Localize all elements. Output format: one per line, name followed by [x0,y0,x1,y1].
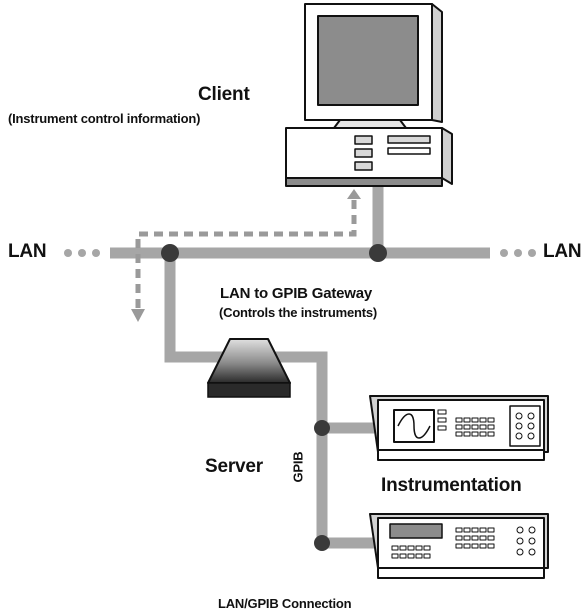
node-instrument-top [314,420,330,436]
client-label: Client [198,84,250,105]
lan-left-label: LAN [8,241,47,262]
server-label: Server [205,456,263,477]
instrumentation-label: Instrumentation [381,475,522,496]
computer-icon [285,3,453,187]
client-subtitle: (Instrument control information) [8,111,201,126]
gateway-box-icon [207,338,291,398]
control-flow-arrow [131,189,361,322]
node-gateway-junction [161,244,179,262]
multimeter-icon [369,513,549,579]
gateway-label: LAN to GPIB Gateway [220,285,373,302]
lan-right-label: LAN [543,241,582,262]
lan-backbone [64,247,536,259]
gateway-subtitle: (Controls the instruments) [219,305,378,320]
arrowhead-down [131,309,145,322]
arrowhead-up [347,189,361,199]
gpib-label: GPIB [290,451,306,483]
diagram-caption: LAN/GPIB Connection [218,596,352,611]
function-generator-icon [369,395,549,461]
lan-right-dots [500,249,536,257]
node-client-junction [369,244,387,262]
lan-left-dots [64,249,100,257]
junction-nodes [161,244,387,551]
node-instrument-bottom [314,535,330,551]
